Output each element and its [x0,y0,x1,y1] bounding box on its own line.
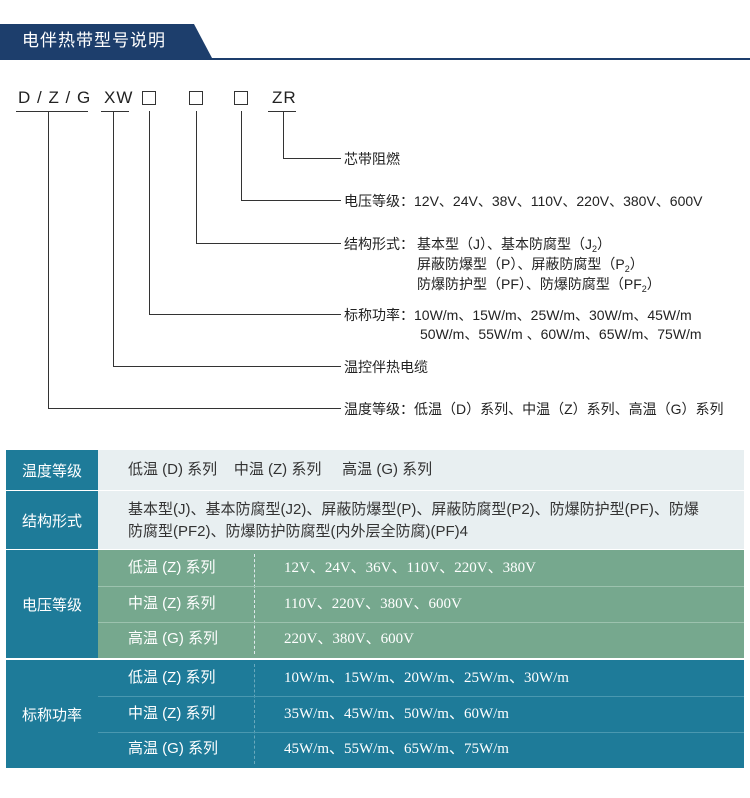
structure-legend-line1: 基本型（J）、基本防腐型（J2） [417,236,612,254]
power-divider [254,664,255,764]
structure-line1: 基本型(J)、基本防腐型(J2)、屏蔽防爆型(P)、屏蔽防腐型(P2)、防爆防护… [128,501,699,518]
structure-connector [196,111,197,244]
power-series-1: 低温 (Z) 系列 [128,669,216,686]
power-header: 标称功率 [6,660,98,768]
row-divider [98,622,744,623]
power-values-3: 45W/m、55W/m、65W/m、75W/m [284,741,509,757]
zr-underline [268,111,296,112]
power-connector [149,111,150,315]
flame-connector [283,111,284,159]
model-prefix: D / Z / G [18,88,92,107]
structure-legend-line3: 防爆防护型（PF）、防爆防腐型（PF2） [417,276,661,294]
power-series-3: 高温 (G) 系列 [128,740,218,757]
row-divider [98,732,744,733]
power-values-2: 35W/m、45W/m、50W/m、60W/m [284,706,509,722]
voltage-values-3: 220V、380V、600V [284,631,414,647]
row-divider [98,586,744,587]
structure-row: 基本型(J)、基本防腐型(J2)、屏蔽防爆型(P)、屏蔽防腐型(P2)、防爆防护… [98,491,744,549]
voltage-values-2: 110V、220V、380V、600V [284,596,462,612]
temp-row: 低温 (D) 系列 中温 (Z) 系列 高温 (G) 系列 [98,450,744,490]
structure-header: 结构形式 [6,491,98,549]
temp-legend: 温度等级：低温（D）系列、中温（Z）系列、高温（G）系列 [344,401,724,417]
voltage-series-3: 高温 (G) 系列 [128,630,218,647]
title-divider [0,58,750,60]
xw-underline [101,111,129,112]
voltage-connector-h [241,200,341,201]
row-divider [98,696,744,697]
structure-connector-h [196,243,341,244]
cable-connector-h [113,366,341,367]
power-legend: 标称功率：10W/m、15W/m、25W/m、30W/m、45W/m [344,307,692,323]
power-placeholder-box [142,91,156,105]
voltage-header: 电压等级 [6,550,98,658]
power-block: 低温 (Z) 系列 10W/m、15W/m、20W/m、25W/m、30W/m … [98,660,744,768]
flame-connector-h [283,158,341,159]
temp-connector [48,111,49,409]
voltage-placeholder-box [234,91,248,105]
structure-legend-line2: 屏蔽防爆型（P）、屏蔽防腐型（P2） [417,256,644,274]
voltage-series-1: 低温 (Z) 系列 [128,559,216,576]
spec-table: 温度等级 低温 (D) 系列 中温 (Z) 系列 高温 (G) 系列 结构形式 … [6,450,744,768]
power-values-1: 10W/m、15W/m、20W/m、25W/m、30W/m [284,670,569,686]
temp-connector-h [48,408,341,409]
power-legend-line2: 50W/m、55W/m 、60W/m、65W/m、75W/m [420,326,702,342]
temp-series: 低温 (D) 系列 中温 (Z) 系列 高温 (G) 系列 [128,461,433,478]
voltage-divider [254,554,255,654]
power-connector-h [149,314,341,315]
cable-label: 温控伴热电缆 [344,359,428,375]
structure-line2: 防腐型(PF2)、防爆防护防腐型(内外层全防腐)(PF)4 [128,523,468,540]
structure-legend-label: 结构形式： [344,236,414,252]
model-xw: XW [104,88,134,107]
voltage-block: 低温 (Z) 系列 12V、24V、36V、110V、220V、380V 中温 … [98,550,744,658]
voltage-legend: 电压等级：12V、24V、38V、110V、220V、380V、600V [344,193,703,209]
page-title: 电伴热带型号说明 [0,24,212,58]
voltage-values-1: 12V、24V、36V、110V、220V、380V [284,560,536,576]
flame-label: 芯带阻燃 [344,151,400,167]
model-zr: ZR [272,88,297,107]
row-divider [6,490,744,491]
cable-connector [113,111,114,367]
temp-header: 温度等级 [6,450,98,490]
structure-placeholder-box [189,91,203,105]
power-series-2: 中温 (Z) 系列 [128,705,216,722]
voltage-connector [241,111,242,201]
voltage-series-2: 中温 (Z) 系列 [128,595,216,612]
prefix-underline [16,111,88,112]
